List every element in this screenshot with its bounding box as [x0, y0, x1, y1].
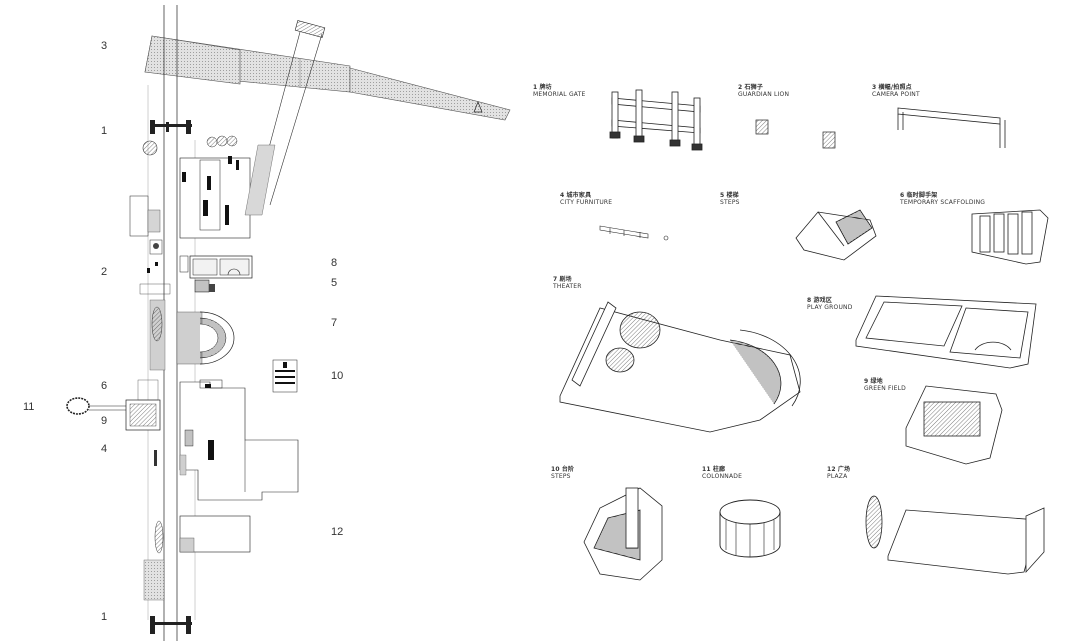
plan-number-1-top: 1	[101, 125, 108, 137]
plan-band-3	[144, 35, 511, 121]
plan-theater	[149, 299, 235, 371]
plan-number-11: 11	[23, 401, 35, 413]
axo-playground	[855, 295, 1037, 369]
axo-camera-point	[897, 107, 1006, 148]
plan-lions	[142, 135, 238, 156]
plan-gate-top	[150, 120, 192, 134]
axo-scaffolding	[971, 209, 1049, 265]
plan-number-12: 12	[331, 526, 344, 538]
axo-steps-10	[583, 487, 663, 581]
plan-number-5: 5	[331, 277, 338, 289]
axo-green-field	[905, 385, 1003, 465]
plan-plaza	[143, 515, 251, 601]
plan-lower-buildings	[179, 379, 299, 501]
plan-number-6: 6	[101, 380, 108, 392]
plan-number-9: 9	[101, 415, 108, 427]
axo-plaza	[865, 495, 1045, 575]
plan-furniture	[139, 239, 171, 295]
plan-number-1-bottom: 1	[101, 611, 108, 623]
plan-diagonal-road	[254, 20, 326, 206]
plan-colonnade-greenfield	[66, 379, 161, 466]
axo-colonnade	[719, 499, 781, 558]
plan-number-7: 7	[331, 317, 338, 329]
plan-number-2: 2	[101, 266, 108, 278]
plan-number-8: 8	[331, 257, 338, 269]
plan-playground	[179, 255, 253, 279]
axo-theater	[559, 301, 801, 433]
axo-memorial-gate	[609, 89, 703, 151]
axo-guardian-lion	[755, 119, 836, 149]
axo-steps-5	[795, 209, 877, 261]
axo-city-furniture	[599, 225, 669, 241]
plan-number-10: 10	[331, 370, 344, 382]
plan-number-3: 3	[101, 40, 108, 52]
plan-gate-bottom	[150, 616, 192, 634]
plan-steps-5	[194, 279, 215, 293]
plan-steps-10	[272, 359, 298, 393]
plan-upper-buildings	[129, 144, 276, 239]
plan-number-4: 4	[101, 443, 108, 455]
